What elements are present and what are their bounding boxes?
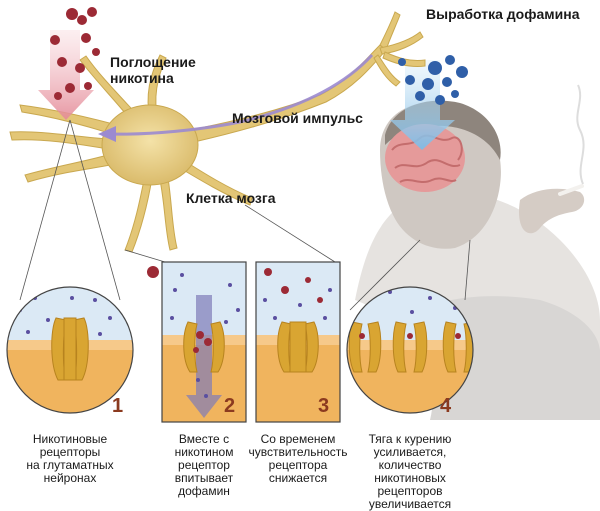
panel-4-caption: Тяга к курению усиливается, количество н… <box>368 432 452 511</box>
zoom-guides <box>19 119 471 311</box>
receptor-icon <box>348 321 473 373</box>
panel-2 <box>162 262 246 422</box>
receptor-icon <box>183 321 225 373</box>
panel-4-frame <box>346 286 474 414</box>
receptor-icon <box>277 321 319 373</box>
nicotine-molecule-icon <box>147 266 159 278</box>
label-nicotine-uptake: Поглощение никотина <box>110 54 196 86</box>
smoke-trail <box>576 84 585 185</box>
brain-icon <box>385 124 465 192</box>
panel-3-number: 3 <box>318 395 329 417</box>
label-brain-impulse: Мозговой импульс <box>232 110 363 126</box>
nicotine-molecule-icon <box>50 7 100 100</box>
impulse-arrow <box>109 53 374 136</box>
smoker-hand <box>519 188 585 234</box>
panel-3-frame <box>255 261 341 423</box>
panel-3 <box>256 262 340 422</box>
label-brain-cell: Клетка мозга <box>186 190 276 206</box>
dopamine-molecule-icon <box>398 55 468 105</box>
impulse-arrowhead <box>98 126 116 142</box>
cigarette <box>558 184 584 196</box>
panel-2-caption: Вместе с никотином рецептор впитывает до… <box>174 432 234 498</box>
panel-3-caption: Со временем чувствительность рецептора с… <box>248 432 348 485</box>
neuron-icon <box>9 11 426 253</box>
nicotine-arrow <box>38 30 94 120</box>
panel-2-number: 2 <box>224 395 235 417</box>
label-dopamine-release: Выработка дофамина <box>426 6 580 22</box>
panel-4-number: 4 <box>440 395 452 417</box>
panel-2-frame <box>161 261 247 423</box>
panel-1-frame <box>6 286 134 414</box>
panel-1-caption: Никотиновые рецепторы на глутаматных ней… <box>26 432 114 485</box>
panel-1-number: 1 <box>112 395 123 417</box>
receptor-icon <box>51 317 89 381</box>
